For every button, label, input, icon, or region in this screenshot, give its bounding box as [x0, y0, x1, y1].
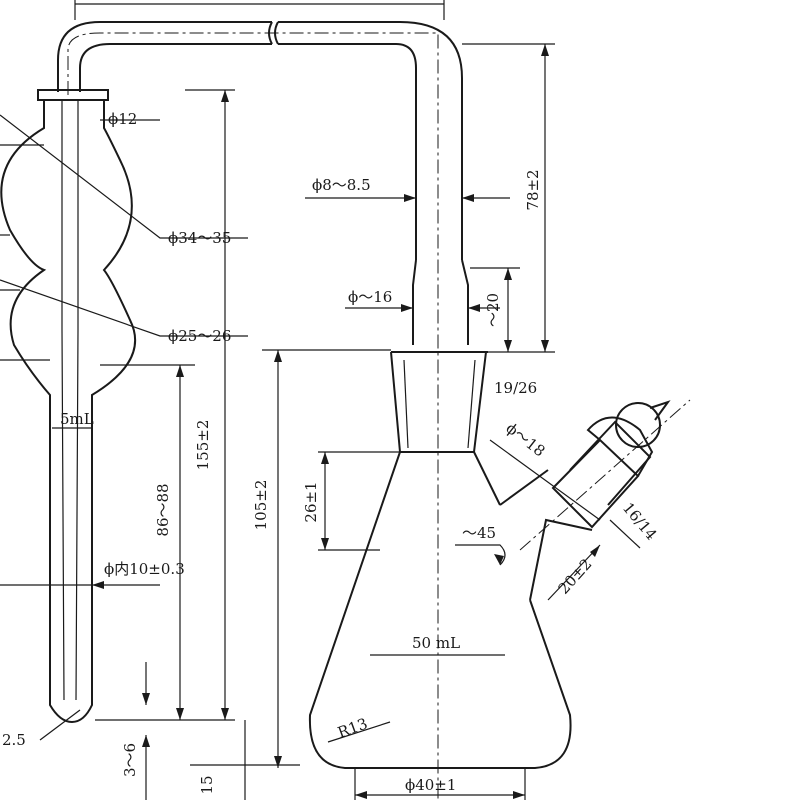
label-45: ～45 [462, 524, 496, 542]
flask [308, 351, 593, 769]
label-r13: R13 [335, 714, 370, 741]
bubble-tube [0, 89, 137, 724]
label-3-6: 3～6 [121, 743, 139, 777]
label-26: 26±1 [302, 481, 320, 522]
label-86-88: 86～88 [154, 483, 172, 536]
label-joint-19-26: 19/26 [494, 379, 537, 397]
stopper [519, 399, 691, 551]
label-20-2: 20±2 [555, 555, 596, 598]
dimension-lines [0, 0, 641, 800]
label-phi34: ϕ34～35 [168, 229, 231, 247]
label-155: 155±2 [194, 420, 212, 471]
label-phi25: ϕ25～26 [168, 327, 231, 345]
label-phi-inner10: ϕ内10±0.3 [104, 560, 185, 578]
label-phi12: ϕ12 [108, 110, 137, 128]
label-2-5: 2.5 [2, 731, 26, 749]
label-105: 105±2 [252, 480, 270, 531]
label-phi8: ϕ8～8.5 [312, 176, 371, 194]
label-joint-16-14: 16/14 [619, 499, 661, 544]
label-5ml: 5mL [60, 410, 94, 428]
label-phi16: ϕ～16 [348, 288, 392, 306]
label-78: 78±2 [524, 169, 542, 210]
label-15: 15 [198, 775, 216, 794]
label-50ml: 50 mL [412, 634, 460, 652]
label-20: ～20 [484, 293, 502, 327]
label-phi40: ϕ40±1 [405, 776, 456, 794]
connecting-tube [57, 21, 469, 800]
